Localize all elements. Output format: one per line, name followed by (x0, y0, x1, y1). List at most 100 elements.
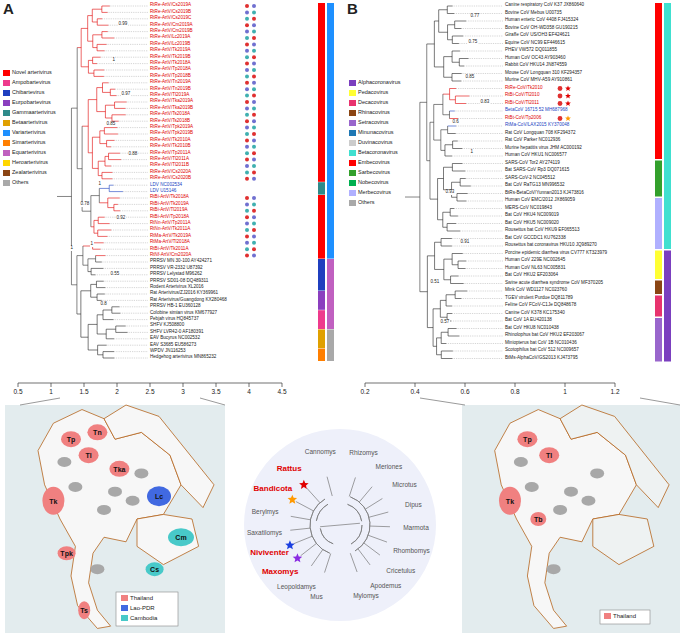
host-branch (320, 525, 340, 527)
tree-branch (452, 238, 503, 239)
tree-branch (98, 217, 104, 218)
tree-branch (463, 163, 503, 164)
clade-bar (327, 329, 334, 361)
province (134, 468, 148, 478)
panel-letter: B (347, 1, 358, 16)
tree-branch (92, 137, 99, 138)
legend-item: Rhinacovirus (349, 110, 390, 116)
tree-branch (102, 262, 148, 263)
sample-dot (245, 23, 249, 27)
tree-branch (441, 351, 453, 352)
country-outline (104, 405, 214, 508)
tree-branch (458, 268, 465, 269)
tree-branch (443, 212, 450, 213)
tip-label: Bat CoV HKU2 EF203064 (505, 273, 558, 278)
legend-item: Duvinacovirus (349, 140, 393, 146)
tip-label: RtRe-ArtV/Tk2019B (150, 55, 191, 60)
axis-tick-label: 0.8 (510, 389, 519, 396)
host-branch (364, 543, 380, 555)
sample-dot (252, 4, 256, 8)
tree-branch (81, 337, 88, 338)
tree-branch (100, 143, 107, 144)
tree-branch (102, 38, 114, 39)
country-outline (137, 514, 199, 564)
sample-dot (245, 17, 249, 21)
tree-branch (463, 253, 503, 254)
legend-text: Heroarterivirus (12, 160, 48, 166)
tip-label: RtRe-ArtV/Ts2018B (150, 119, 190, 124)
legend-text: Thailand (130, 595, 153, 601)
tip-label: Swine acute diarrhea syndrome CoV MF3702… (505, 281, 603, 286)
host-branch (311, 550, 322, 566)
legend-text: Pedacovirus (358, 90, 388, 96)
sample-dot (252, 36, 256, 40)
tree-branch (96, 287, 105, 288)
tree-branch (114, 319, 148, 320)
host-genus: Saxatilomys (247, 530, 282, 537)
province (108, 487, 122, 497)
legend-text: Gammaarterivirus (12, 110, 56, 116)
map-label: Tka (113, 465, 125, 472)
tip-label: Canine respiratory CoV K37 JX860640 (505, 3, 584, 8)
tip-label: Porcine epidemic diarrhea virus CV777 KT… (505, 251, 607, 256)
bootstrap-value: 0.51 (430, 280, 440, 285)
tree-branch (438, 219, 443, 220)
sampled-province (146, 562, 164, 576)
tip-label: RtNf-ArtV/Cm2020A (150, 253, 191, 258)
tree-branch (427, 327, 433, 328)
sample-dot (245, 254, 249, 258)
tree-branch (93, 249, 101, 250)
tree-branch (104, 281, 148, 282)
sample-dot (245, 113, 249, 117)
axis-tick-label: 0.5 (13, 389, 22, 396)
axis-tick (18, 383, 19, 387)
tree-branch (96, 262, 102, 263)
tree-branch (95, 274, 148, 275)
legend-swatch (3, 80, 10, 86)
tree-branch (128, 332, 148, 333)
tree-branch (105, 287, 148, 288)
tip-label: Giraffe CoV US/OH3 EF424621 (505, 33, 570, 38)
tree-branch (112, 306, 120, 307)
bootstrap-value: 0.8 (100, 302, 107, 307)
tip-label: Bat CoV HKU8 NC010438 (505, 326, 559, 331)
tree-branch (105, 105, 114, 106)
province (564, 487, 578, 497)
tip-label: RtRe-CoV/Tk2010 (505, 86, 543, 91)
map-label: Tb (534, 516, 543, 523)
tree-branch (108, 236, 148, 237)
sample-dot (252, 222, 256, 226)
tree-branch (465, 171, 503, 172)
host-genus: Mus (310, 594, 322, 601)
tree-branch (447, 231, 460, 232)
tip-label: MERS-CoV NC019843 (505, 206, 552, 211)
host-star (285, 540, 295, 549)
host-branch (296, 502, 314, 511)
tree-branch (88, 258, 96, 259)
host-branch (369, 512, 388, 517)
tip-label: PRRSV MN 30-100 AY424271 (150, 259, 212, 264)
tip-label: TGEV virulent Purdue DQ811789 (505, 296, 573, 301)
tree-branch (81, 66, 88, 67)
host-genus: Rattus (277, 465, 302, 473)
legend-text: Cambodia (130, 615, 157, 621)
tip-label: RtRe-ArtV/Cs2019B (150, 10, 191, 15)
tree-branch (102, 6, 110, 7)
tip-label: RtBi-CoV/Tl2010 (505, 93, 539, 98)
tree-branch (116, 332, 128, 333)
tree-branch (102, 172, 113, 173)
map-label: Tk (49, 497, 57, 504)
tree-branch (441, 332, 448, 333)
bootstrap-value: 0.99 (118, 22, 128, 27)
tree-branch (452, 36, 463, 37)
tree-branch (126, 114, 148, 115)
tree-branch (120, 210, 148, 211)
tree-branch (452, 197, 457, 198)
sample-dot (252, 241, 256, 245)
host-branch (350, 553, 357, 572)
sample-dot (252, 30, 256, 34)
sampled-province (79, 447, 99, 463)
tree-branch (96, 281, 103, 282)
sample-dot (245, 215, 249, 219)
